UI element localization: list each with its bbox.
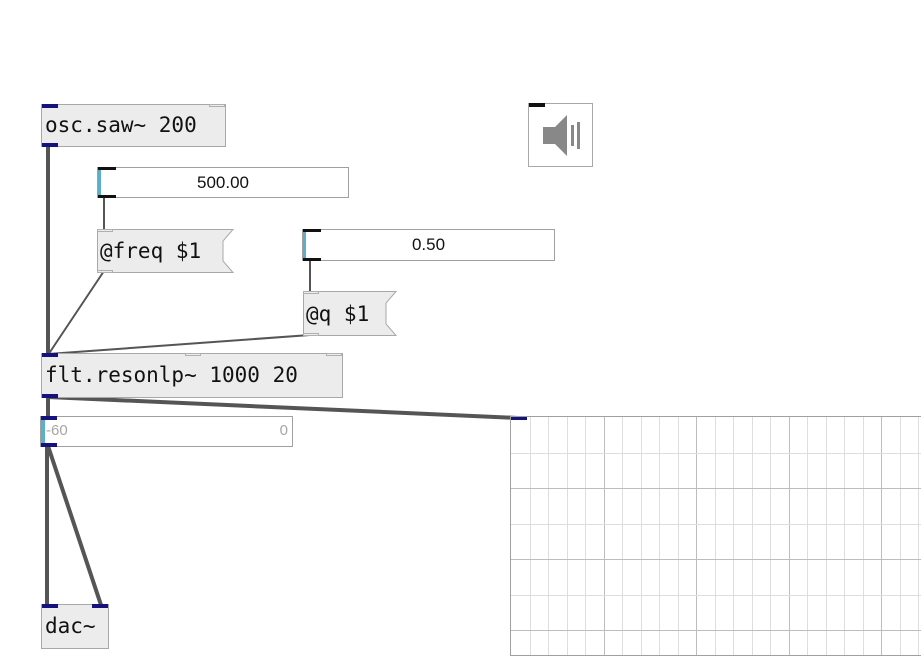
q-message-inlet[interactable] bbox=[303, 291, 319, 294]
q-message-outlet[interactable] bbox=[303, 333, 319, 336]
scope-display[interactable] bbox=[510, 416, 921, 656]
cord-filter-to-scope bbox=[47, 395, 519, 420]
osc-saw-object[interactable]: osc.saw~ 200 bbox=[41, 104, 226, 147]
cord-meter-to-dac-right bbox=[46, 445, 103, 606]
freq-number-box[interactable]: 500.00 bbox=[97, 167, 349, 198]
dac-label: dac~ bbox=[45, 614, 96, 638]
speaker-toggle[interactable] bbox=[528, 103, 593, 167]
freq-message-box[interactable]: @freq $1 bbox=[97, 229, 234, 273]
q-message-box[interactable]: @q $1 bbox=[303, 291, 397, 336]
dac-inlet-left[interactable] bbox=[42, 604, 58, 608]
freq-message-inlet[interactable] bbox=[97, 229, 113, 232]
freq-message-label: @freq $1 bbox=[100, 239, 202, 263]
speaker-icon bbox=[543, 115, 580, 156]
scope-inlet[interactable] bbox=[511, 417, 527, 420]
osc-inlet-left[interactable] bbox=[42, 104, 58, 108]
filter-outlet[interactable] bbox=[42, 394, 58, 398]
meter-inlet[interactable] bbox=[41, 416, 57, 420]
speaker-inlet[interactable] bbox=[529, 103, 545, 107]
meter-max-label: 0 bbox=[279, 422, 288, 439]
freq-number-value: 500.00 bbox=[197, 172, 249, 192]
dac-object[interactable]: dac~ bbox=[41, 604, 109, 649]
filter-inlet-right[interactable] bbox=[326, 353, 342, 356]
level-meter[interactable]: -60 0 bbox=[40, 416, 293, 447]
dac-inlet-right[interactable] bbox=[92, 604, 108, 608]
q-message-label: @q $1 bbox=[306, 301, 370, 326]
cord-freqmsg-to-filter bbox=[47, 270, 105, 356]
q-number-value: 0.50 bbox=[411, 235, 446, 254]
osc-inlet-right[interactable] bbox=[209, 104, 225, 107]
meter-min-label: -60 bbox=[46, 422, 68, 439]
freq-message-outlet[interactable] bbox=[97, 270, 113, 273]
q-number-box[interactable]: 0.50 bbox=[302, 229, 555, 261]
filter-label: flt.resonlp~ 1000 20 bbox=[45, 363, 298, 387]
filter-inlet-middle[interactable] bbox=[185, 353, 201, 356]
filter-object[interactable]: flt.resonlp~ 1000 20 bbox=[41, 353, 343, 398]
osc-outlet[interactable] bbox=[42, 143, 58, 147]
meter-outlet[interactable] bbox=[41, 443, 57, 447]
cord-qmsg-to-filter bbox=[47, 334, 311, 355]
osc-saw-label: osc.saw~ 200 bbox=[45, 113, 197, 137]
filter-inlet-left[interactable] bbox=[42, 353, 58, 357]
oscilloscope-grid bbox=[511, 417, 921, 655]
